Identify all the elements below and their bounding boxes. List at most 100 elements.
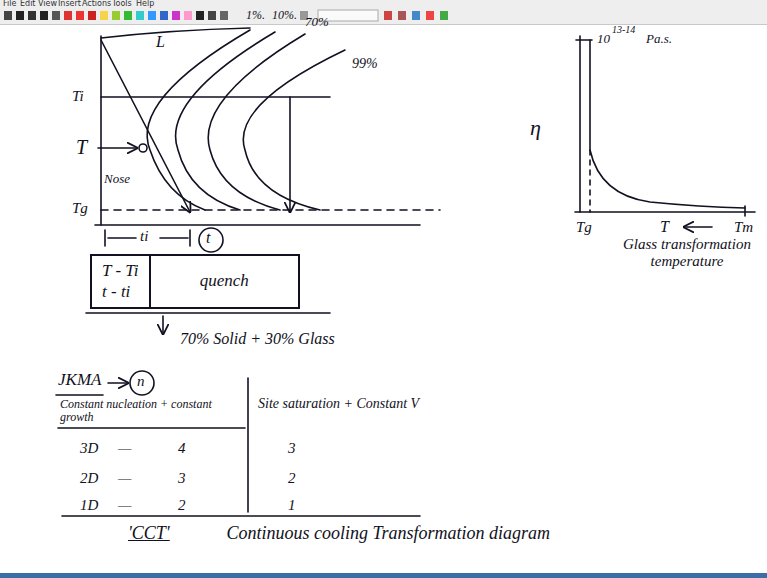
axis-label: Tm xyxy=(734,219,753,236)
box-cell: quench xyxy=(149,256,298,307)
value-label: 13-14 xyxy=(612,24,635,35)
jmak-table xyxy=(56,371,420,516)
column-header: Site saturation + Constant V xyxy=(258,396,419,411)
taskbar-strip xyxy=(0,573,767,578)
viscosity-plot-part xyxy=(590,40,745,208)
app-toolbar xyxy=(0,0,767,25)
percent-label: 10%. xyxy=(272,9,297,22)
box-cell: T - Tit - ti xyxy=(92,256,149,307)
table-cell: 1D xyxy=(80,497,98,514)
jmak-table-part xyxy=(56,394,103,396)
table-cell: 2 xyxy=(288,470,296,487)
ttt-diagram-part xyxy=(243,50,345,210)
app-toolbar-part xyxy=(208,11,216,20)
app-toolbar-part xyxy=(16,11,24,20)
jmak-table-part xyxy=(247,378,249,512)
menu-item: Help xyxy=(136,0,154,9)
viscosity-plot-part xyxy=(589,150,591,212)
app-toolbar-part xyxy=(412,11,420,20)
ttt-diagram-part xyxy=(86,312,330,314)
viscosity-plot xyxy=(575,36,755,227)
nose-label: Nose xyxy=(104,172,130,186)
ttt-diagram-part xyxy=(176,32,275,210)
app-toolbar-part xyxy=(160,11,168,20)
table-cell: — xyxy=(118,470,131,487)
table-cell: 4 xyxy=(178,440,186,457)
jmak-table-part xyxy=(130,371,154,395)
axis-label: Tg xyxy=(72,200,88,217)
table-cell: 2D xyxy=(80,470,98,487)
ttt-diagram-part xyxy=(108,237,136,239)
time-label: t xyxy=(206,229,210,247)
ttt-diagram-part xyxy=(100,36,102,225)
result-note: 70% Solid + 30% Glass xyxy=(180,330,335,348)
diagram-name: Continuous cooling Transformation diagra… xyxy=(210,524,550,544)
formula-box: T - Tit - ti quench xyxy=(90,254,300,309)
table-cell: 1 xyxy=(288,497,296,514)
time-label: ti xyxy=(140,228,148,245)
ttt-diagram-part xyxy=(101,28,250,38)
app-toolbar-part xyxy=(136,11,144,20)
method-label: JKMA xyxy=(58,371,101,390)
ttt-diagram-part xyxy=(162,316,164,334)
table-cell: — xyxy=(118,497,131,514)
jmak-table-part xyxy=(58,427,245,429)
viscosity-plot-part xyxy=(744,206,746,216)
app-toolbar-part xyxy=(100,11,108,20)
menu-item: Insert xyxy=(58,0,81,9)
ttt-diagram-part xyxy=(289,97,291,212)
app-toolbar-part xyxy=(112,11,120,20)
app-toolbar-part xyxy=(64,11,72,20)
app-toolbar-part xyxy=(440,11,448,20)
axis-label: T xyxy=(76,136,87,158)
table-cell: 3 xyxy=(288,440,296,457)
ttt-diagram-part xyxy=(104,230,106,246)
app-toolbar-part xyxy=(88,11,96,20)
ttt-diagram-part xyxy=(98,147,137,149)
axis-caption: Glass transformation temperature xyxy=(612,236,762,269)
app-toolbar-part xyxy=(220,11,228,20)
ttt-diagram-part xyxy=(147,30,250,210)
ttt-diagram-part xyxy=(101,209,440,211)
menu-item: View xyxy=(38,0,57,9)
unit-label: Pa.s. xyxy=(646,32,672,46)
ttt-diagram-part xyxy=(101,96,330,98)
ttt-diagram-part xyxy=(199,228,223,252)
jmak-table-part xyxy=(108,382,128,384)
app-toolbar-part xyxy=(0,24,767,25)
app-toolbar-part xyxy=(196,11,204,20)
menu-item: File xyxy=(3,0,16,9)
menu-item: Edit xyxy=(20,0,36,9)
ttt-diagram xyxy=(86,28,440,334)
menu-item: Actions xyxy=(82,0,111,9)
viscosity-plot-part xyxy=(684,226,712,228)
app-toolbar-part xyxy=(426,11,434,20)
viscosity-plot-part xyxy=(575,211,755,213)
ttt-diagram-part xyxy=(101,40,190,212)
value-label: 10 xyxy=(597,32,610,46)
phase-label: L xyxy=(156,33,165,51)
app-toolbar-part xyxy=(4,11,12,20)
viscosity-plot-part xyxy=(579,36,581,212)
formula-text: t - ti xyxy=(102,282,139,302)
app-toolbar-part xyxy=(172,11,180,20)
table-cell: 3 xyxy=(178,470,186,487)
formula-text: T - Ti xyxy=(102,261,139,281)
jmak-table-part xyxy=(62,515,420,517)
app-toolbar-part xyxy=(184,11,192,20)
exponent-label: n xyxy=(137,373,145,390)
ttt-diagram-part xyxy=(189,230,191,246)
app-toolbar-part xyxy=(398,11,406,20)
app-toolbar-part xyxy=(384,11,392,20)
action-text: quench xyxy=(200,271,249,291)
ttt-diagram-part xyxy=(160,237,188,239)
axis-label: Tg xyxy=(576,219,592,236)
acronym-label: 'CCT' xyxy=(128,524,170,544)
axis-label: T xyxy=(660,218,669,236)
axis-label: η xyxy=(530,116,541,140)
app-toolbar-part xyxy=(40,11,48,20)
app-toolbar-part xyxy=(52,11,60,20)
percent-label: 70% xyxy=(305,15,329,29)
table-cell: 3D xyxy=(80,440,98,457)
axis-label: Ti xyxy=(72,88,84,105)
